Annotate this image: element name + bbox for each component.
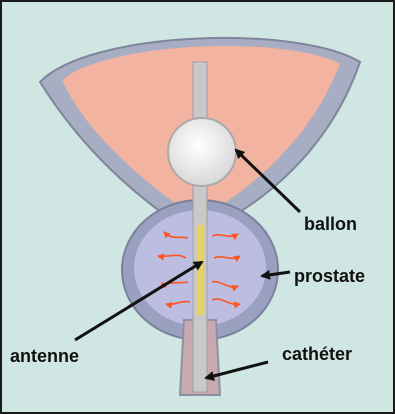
label-ballon: ballon: [304, 214, 357, 234]
label-antenne: antenne: [10, 346, 79, 366]
label-prostate: prostate: [294, 266, 365, 286]
label-catheter: cathéter: [282, 344, 352, 364]
balloon: [168, 118, 236, 186]
antenna-core: [197, 225, 203, 315]
